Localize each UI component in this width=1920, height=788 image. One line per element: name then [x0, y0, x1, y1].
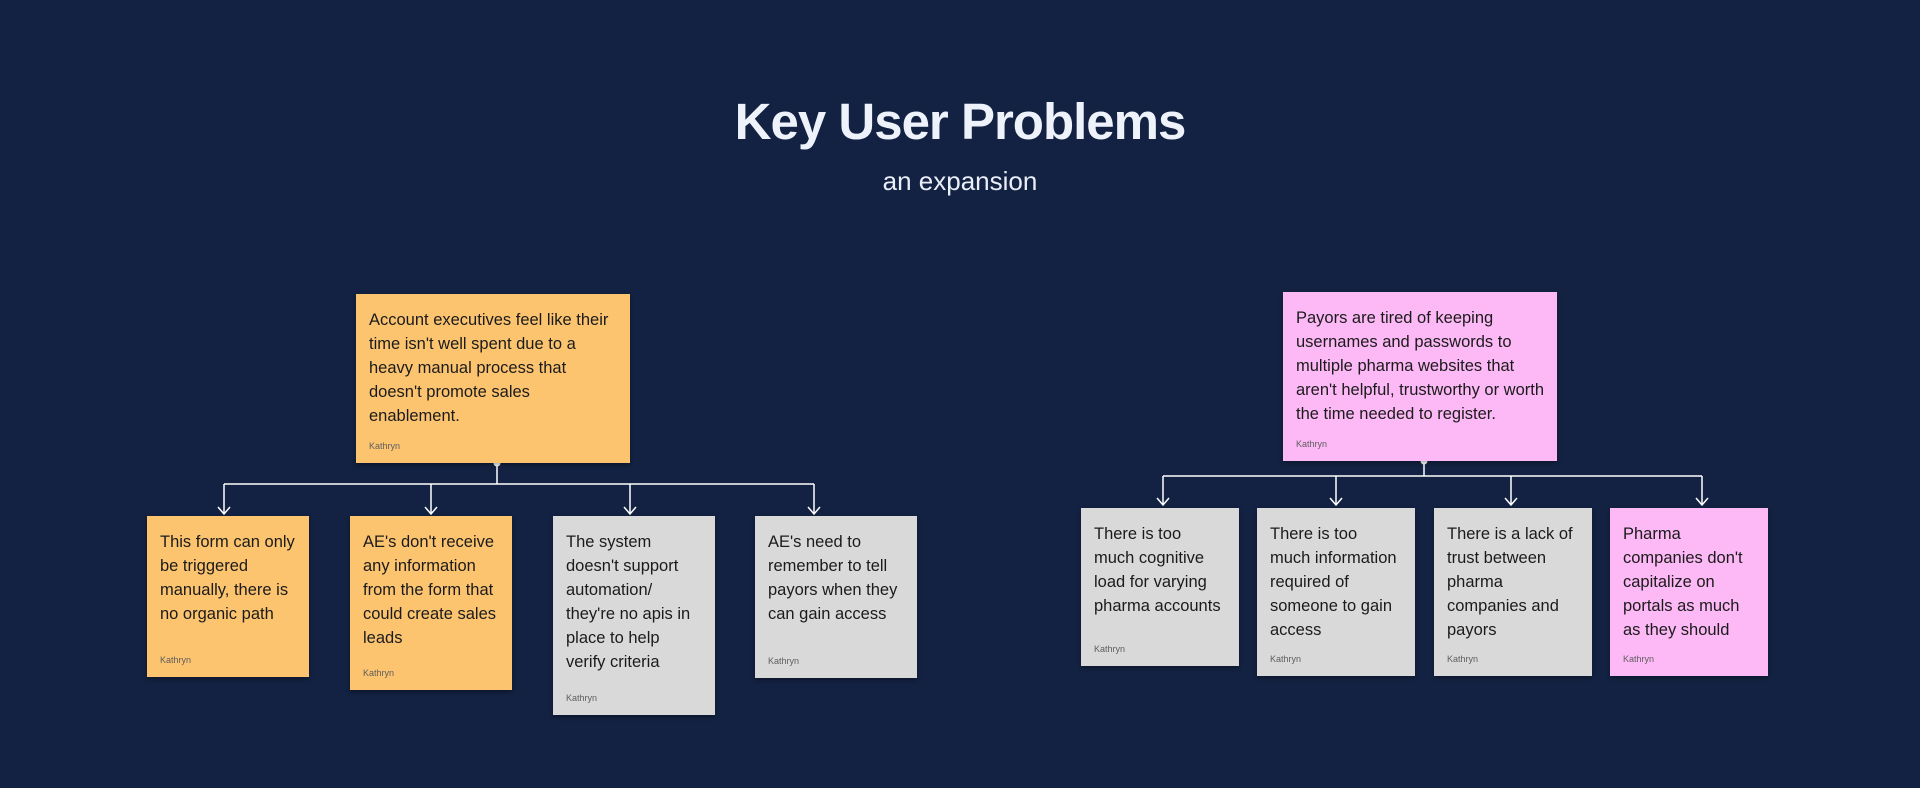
sticky-note-text: Pharma companies don't capitalize on por… — [1623, 525, 1743, 639]
sticky-note-author: Kathryn — [1447, 654, 1479, 664]
sticky-note-text: There is a lack of trust between pharma … — [1447, 525, 1573, 639]
sticky-note-cognitive-load[interactable]: There is too much cognitive load for var… — [1081, 508, 1239, 666]
sticky-note-too-much-information[interactable]: There is too much information required o… — [1257, 508, 1415, 676]
sticky-note-text: Account executives feel like their time … — [369, 311, 609, 425]
sticky-note-pharma-portals[interactable]: Pharma companies don't capitalize on por… — [1610, 508, 1768, 676]
sticky-note-author: Kathryn — [1623, 654, 1655, 664]
sticky-note-text: AE's don't receive any information from … — [363, 533, 496, 647]
page-subtitle: an expansion — [882, 166, 1038, 196]
sticky-note-text: Payors are tired of keeping usernames an… — [1296, 309, 1545, 423]
sticky-note-root-payors-tired[interactable]: Payors are tired of keeping usernames an… — [1283, 292, 1557, 461]
sticky-note-no-automation[interactable]: The system doesn't support automation/ t… — [553, 516, 715, 715]
sticky-note-author: Kathryn — [160, 655, 192, 665]
sticky-note-author: Kathryn — [363, 668, 395, 678]
sticky-note-root-account-executives[interactable]: Account executives feel like their time … — [356, 294, 630, 463]
sticky-note-text: AE's need to remember to tell payors whe… — [768, 533, 898, 623]
sticky-note-author: Kathryn — [768, 656, 800, 666]
sticky-note-author: Kathryn — [566, 693, 598, 703]
sticky-note-lack-of-trust[interactable]: There is a lack of trust between pharma … — [1434, 508, 1592, 676]
sticky-note-text: There is too much information required o… — [1270, 525, 1397, 639]
sticky-note-author: Kathryn — [1296, 439, 1328, 449]
sticky-note-no-sales-leads[interactable]: AE's don't receive any information from … — [350, 516, 512, 690]
sticky-note-author: Kathryn — [369, 441, 401, 451]
page-title: Key User Problems — [734, 93, 1187, 150]
sticky-note-text: This form can only be triggered manually… — [160, 533, 295, 623]
sticky-note-text: The system doesn't support automation/ t… — [566, 533, 691, 671]
sticky-note-author: Kathryn — [1270, 654, 1302, 664]
sticky-note-author: Kathryn — [1094, 644, 1126, 654]
sticky-note-form-triggered-manually[interactable]: This form can only be triggered manually… — [147, 516, 309, 677]
sticky-note-text: There is too much cognitive load for var… — [1094, 525, 1221, 615]
sticky-note-remember-to-tell-payors[interactable]: AE's need to remember to tell payors whe… — [755, 516, 917, 678]
